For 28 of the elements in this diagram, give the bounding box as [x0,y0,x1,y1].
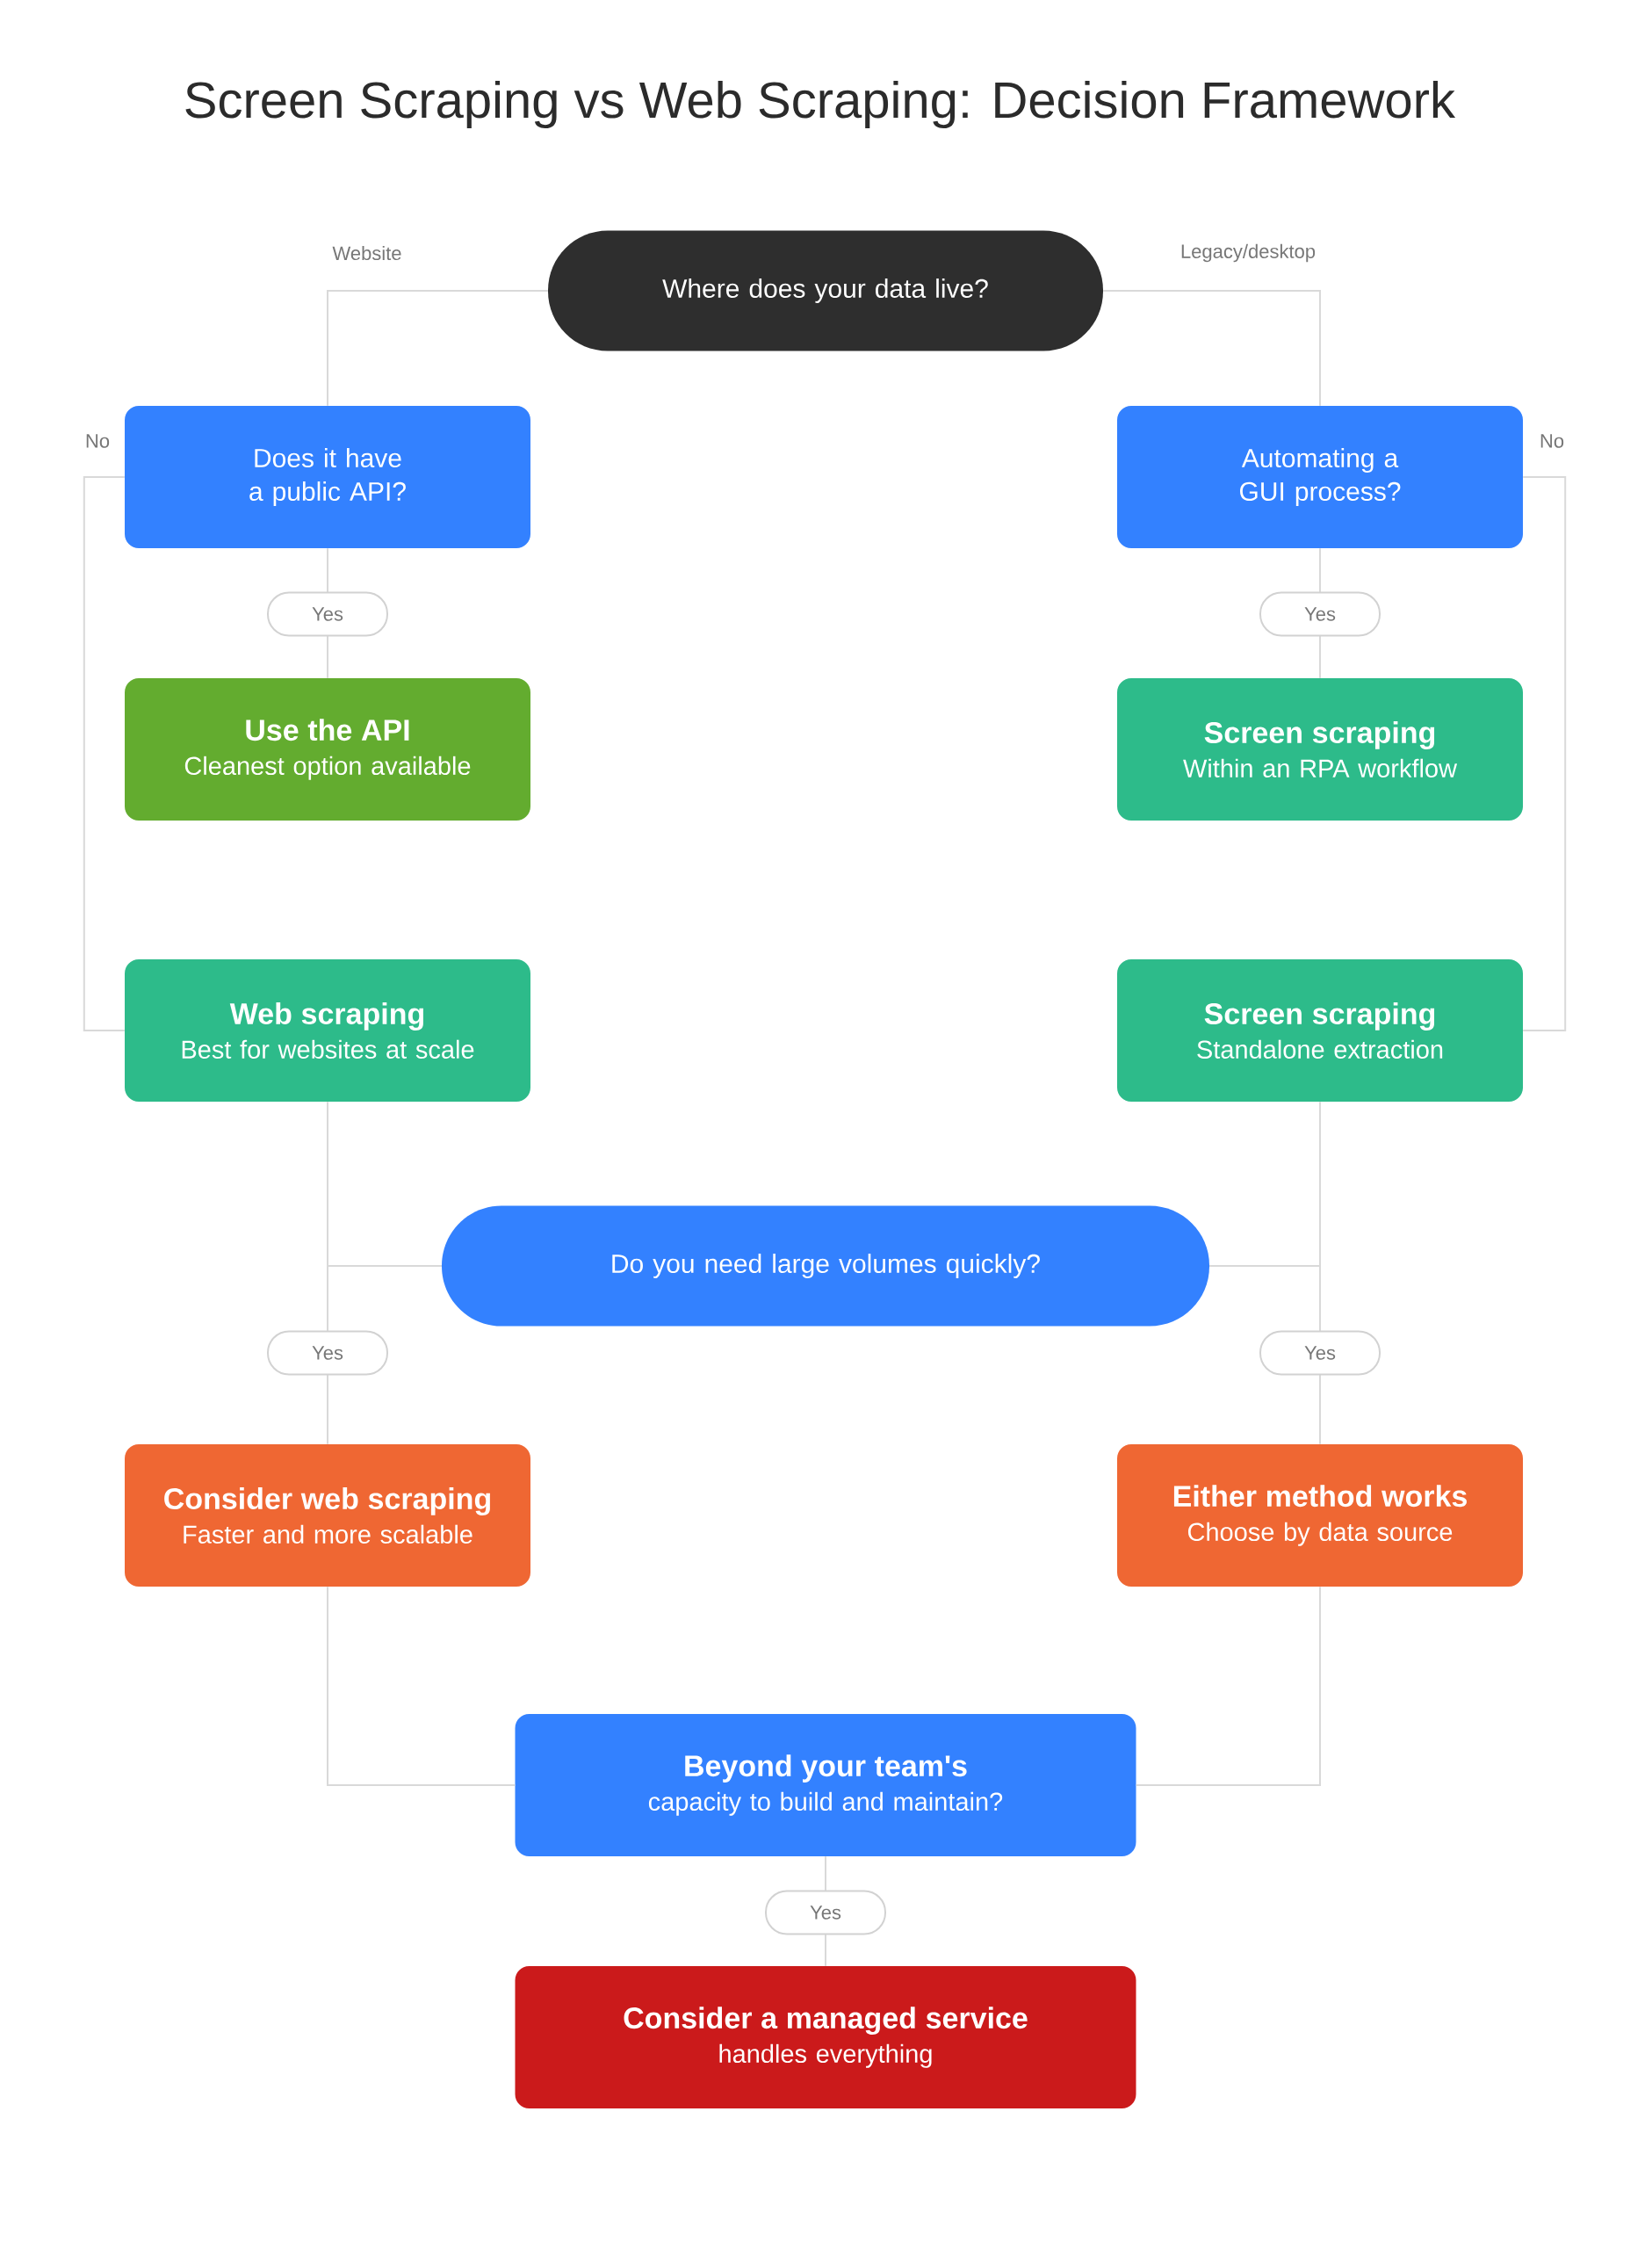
outcome-box: Screen scraping Standalone extraction [1117,959,1523,1102]
connector-line [1135,1586,1321,1786]
question-pill: Where does your data live? [548,230,1103,351]
edge-label: No [1540,434,1564,448]
connector-line [327,290,549,407]
question-box: Automating a GUI process? [1117,406,1523,548]
edge-label: Yes [1259,1330,1381,1376]
edge-label: Yes [267,1330,388,1376]
outcome-box: Screen scraping Within an RPA workflow [1117,678,1523,821]
title: Screen Scraping vs Web Scraping: Decision Framework [185,81,1456,129]
edge-label: No [86,434,110,448]
question-box: Does it have a public API? [125,406,530,548]
outcome-box: Consider a managed service handles everything [515,1966,1136,2109]
connector-line [83,476,126,1031]
outcome-box: Consider web scraping Faster and more scalable [125,1444,530,1587]
edge-label: Legacy/desktop [1181,243,1316,263]
connector-line [327,1586,516,1786]
question-box: Beyond your team's capacity to build and maintain? [515,1714,1136,1856]
question-pill: Do you need large volumes quickly? [442,1205,1209,1327]
connector-line [1102,290,1321,407]
connector-line [1522,476,1567,1031]
edge-label: Yes [1259,591,1381,637]
outcome-box: Either method works Choose by data source [1117,1444,1523,1587]
outcome-box: Web scraping Best for websites at scale [125,959,530,1102]
outcome-box: Use the API Cleanest option available [125,678,530,821]
edge-label: Yes [765,1890,886,1935]
edge-label: Yes [267,591,388,637]
edge-label: Website [332,245,401,261]
